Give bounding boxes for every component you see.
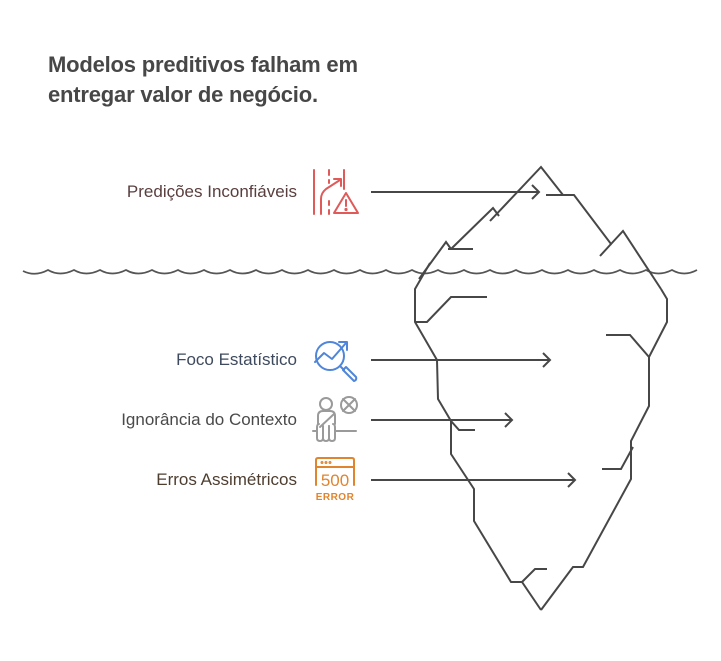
arrow-predicoes-inconfiaveis [371, 184, 541, 200]
person-blocked-icon [310, 394, 360, 444]
waterline [22, 268, 698, 275]
server-error-500-icon: 500 ERROR [310, 455, 360, 505]
error-code-text: 500 [321, 471, 349, 490]
label-ignorancia-do-contexto: Ignorância do Contexto [121, 410, 297, 429]
label-predicoes-inconfiaveis: Predições Inconfiáveis [126, 182, 297, 201]
iceberg-body-right [540, 288, 668, 611]
arrow-erros-assimetricos [371, 472, 577, 488]
label-foco-estatistico: Foco Estatístico [176, 350, 297, 369]
label-erros-assimetricos: Erros Assimétricos [156, 470, 297, 489]
arrow-ignorancia-do-contexto [371, 412, 514, 428]
iceberg-body-left [414, 262, 542, 611]
road-warning-icon [310, 167, 360, 217]
arrow-foco-estatistico [371, 352, 552, 368]
error-word-text: ERROR [316, 492, 355, 503]
chart-magnifier-icon [310, 334, 360, 384]
diagram-title: Modelos preditivos falham em entregar va… [48, 52, 358, 107]
